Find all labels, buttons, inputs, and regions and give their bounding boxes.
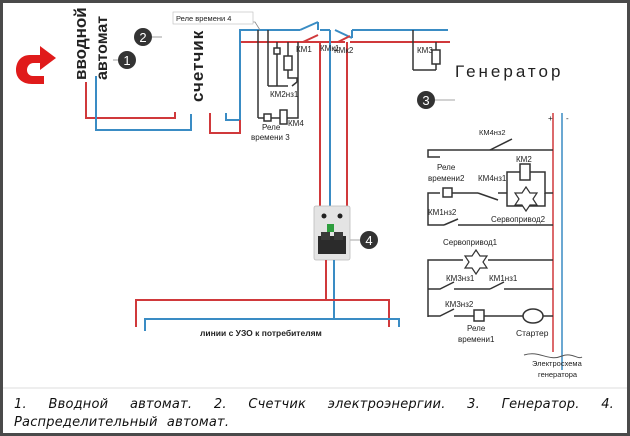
label-avtomat: автомат	[94, 16, 111, 80]
servo2-star-icon	[513, 185, 539, 213]
generator-control-circuit	[427, 113, 583, 370]
label-km4nz1: КМ4нз1	[478, 174, 507, 183]
marker-4-label: 4	[365, 233, 372, 248]
label-kmk1: КМк1	[320, 44, 340, 53]
label-schetchik: счетчик	[188, 30, 207, 102]
label-kmk2: КМк2	[334, 46, 354, 55]
input-arrow-icon	[16, 46, 56, 84]
label-km1nz1: КМ1нз1	[489, 274, 518, 283]
label-km3nz2: КМ3нз2	[445, 300, 474, 309]
main-bus	[239, 21, 450, 212]
label-rele-vremeni-1-l2: времени1	[458, 335, 495, 344]
marker-2-label: 2	[139, 30, 146, 45]
marker-2: 2	[134, 28, 162, 46]
consumer-lines	[135, 260, 400, 331]
label-plus: +	[548, 114, 553, 123]
label-servoprivod1: Сервопривод1	[443, 238, 498, 247]
label-km1nz2: КМ1нз2	[428, 208, 457, 217]
label-rele-vremeni-4: Реле времени 4	[176, 14, 231, 23]
distribution-breaker-icon	[313, 205, 351, 261]
label-minus: -	[566, 114, 569, 123]
label-rele-vremeni-3-l2: времени 3	[251, 133, 290, 142]
servo1-star-icon	[463, 248, 489, 276]
label-vvodnoy: вводной	[71, 7, 90, 80]
label-lines-uzo: линии с УЗО к потребителям	[200, 328, 322, 338]
label-elektroschema-l2: генератора	[538, 370, 578, 379]
label-elektroschema-l1: Электросхема	[532, 359, 583, 368]
label-starter: Стартер	[516, 328, 549, 338]
label-generator: Генератор	[455, 62, 563, 81]
label-km2nz1: КМ2нз1	[270, 90, 299, 99]
km3-coil	[412, 30, 441, 71]
label-km3nz1: КМ3нз1	[446, 274, 475, 283]
control-circuit-km1-km4	[257, 30, 299, 125]
label-km1: КМ1	[296, 45, 312, 54]
label-servoprivod2: Сервопривод2	[491, 215, 546, 224]
label-rele-vremeni-2-l2: времени2	[428, 174, 465, 183]
marker-3-label: 3	[422, 93, 429, 108]
marker-1: 1	[113, 51, 136, 69]
label-km4nz2: КМ4нз2	[479, 128, 506, 137]
label-rele-vremeni-3-l1: Реле	[262, 123, 281, 132]
marker-1-label: 1	[123, 53, 130, 68]
label-rele-vremeni-1-l1: Реле	[467, 324, 486, 333]
label-rele-vremeni-2-l1: Реле	[437, 163, 456, 172]
figure-caption: 1. Вводной автомат. 2. Счетчик электроэн…	[14, 397, 614, 430]
label-km3: КМ3	[417, 46, 433, 55]
marker-3: 3	[417, 91, 455, 109]
label-km4: КМ4	[288, 119, 304, 128]
input-wiring	[85, 76, 241, 134]
label-km2: КМ2	[516, 155, 532, 164]
